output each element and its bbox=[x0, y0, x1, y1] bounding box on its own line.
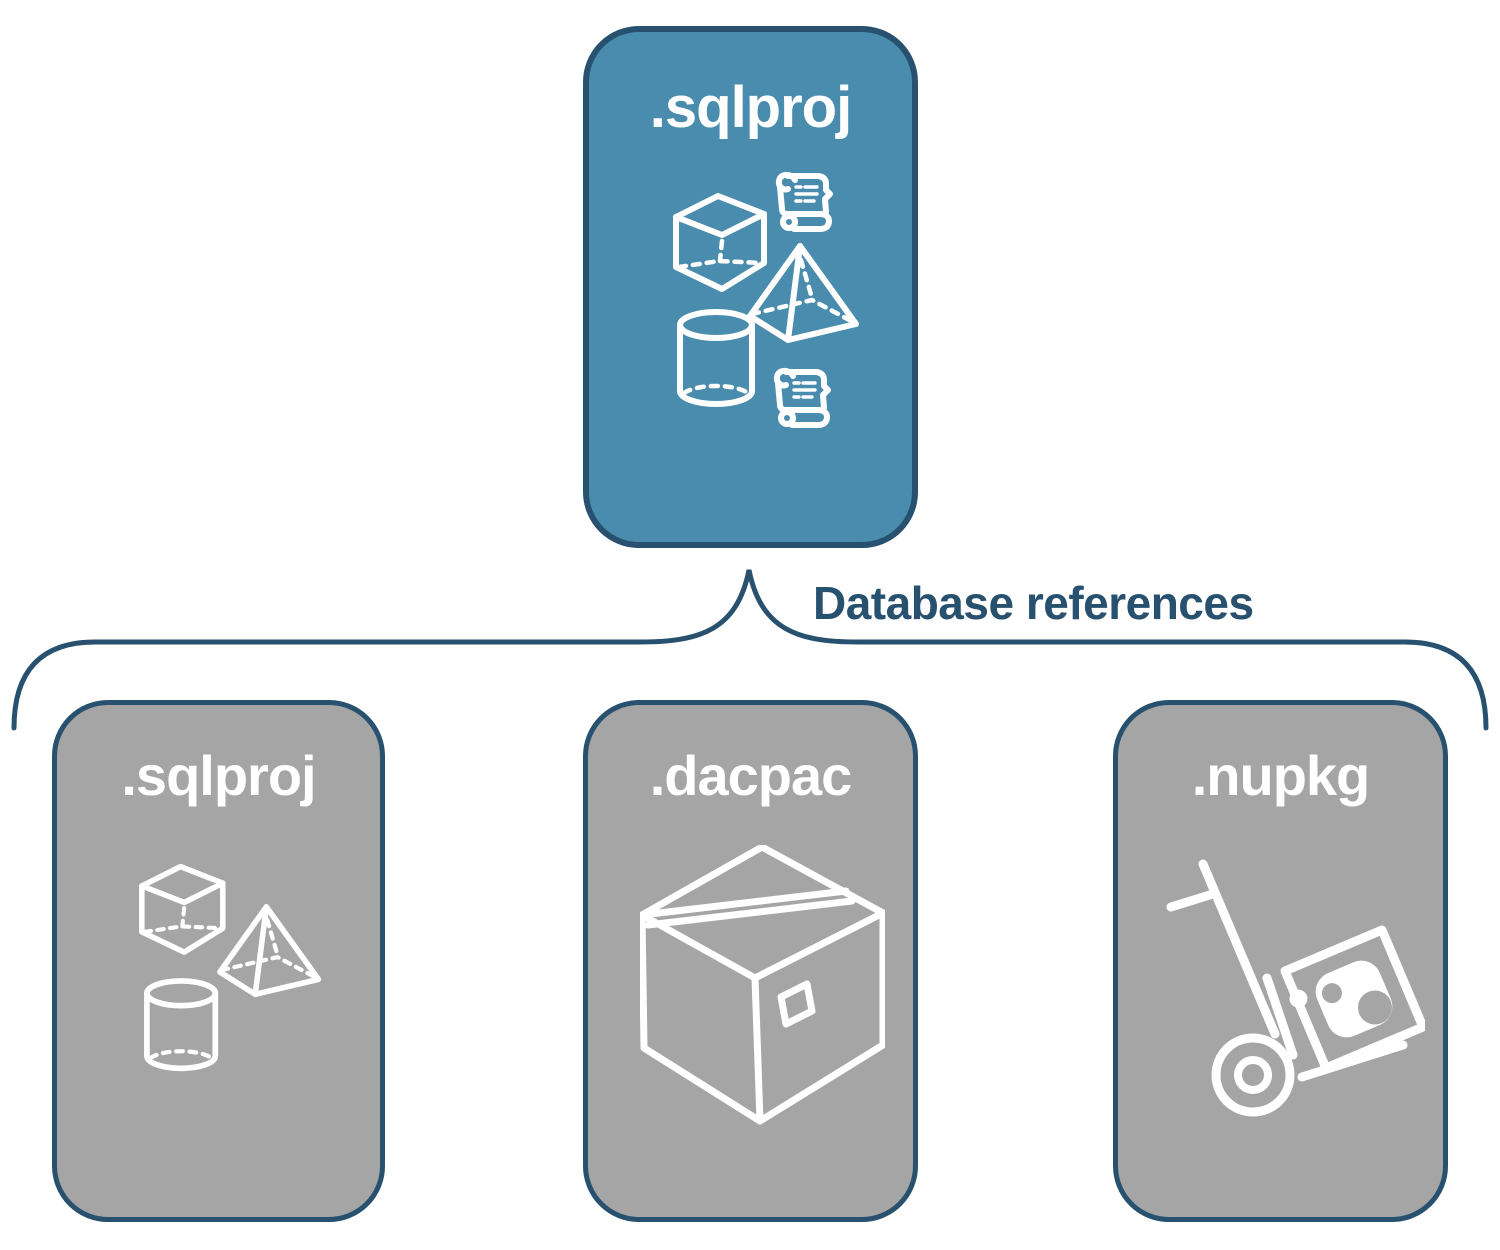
root-node-label: .sqlproj bbox=[649, 75, 852, 140]
pyramid-icon bbox=[217, 904, 322, 998]
brace-connector bbox=[11, 569, 1489, 731]
child-node-label: .dacpac bbox=[649, 744, 853, 807]
hand-truck-grip bbox=[1166, 889, 1218, 912]
pyramid-icon bbox=[747, 243, 859, 343]
hand-truck-rail bbox=[1262, 973, 1298, 1060]
cube-icon bbox=[139, 863, 226, 955]
scroll-icon bbox=[775, 171, 833, 232]
sql-objects-icon-cluster bbox=[673, 171, 859, 428]
cylinder-icon bbox=[677, 309, 755, 407]
edge-label: Database references bbox=[813, 577, 1254, 629]
node-root-sqlproj: .sqlproj bbox=[583, 26, 918, 548]
node-child-nupkg: .nupkg bbox=[1113, 700, 1448, 1222]
nuget-package-icon bbox=[1280, 925, 1425, 1073]
child-node-label: .sqlproj bbox=[121, 744, 316, 807]
node-child-dacpac: .dacpac bbox=[583, 700, 918, 1222]
hand-truck-icon bbox=[1166, 859, 1425, 1117]
wheel-icon bbox=[1211, 1033, 1295, 1117]
cylinder-icon bbox=[144, 978, 219, 1072]
hand-truck-shaft bbox=[1198, 859, 1280, 1039]
child-node-label: .nupkg bbox=[1191, 744, 1371, 807]
node-child-sqlproj: .sqlproj bbox=[52, 700, 385, 1222]
sql-objects-icon-cluster bbox=[139, 863, 322, 1072]
package-box-icon bbox=[640, 845, 885, 1125]
cube-icon bbox=[673, 193, 767, 292]
scroll-icon bbox=[773, 367, 831, 428]
